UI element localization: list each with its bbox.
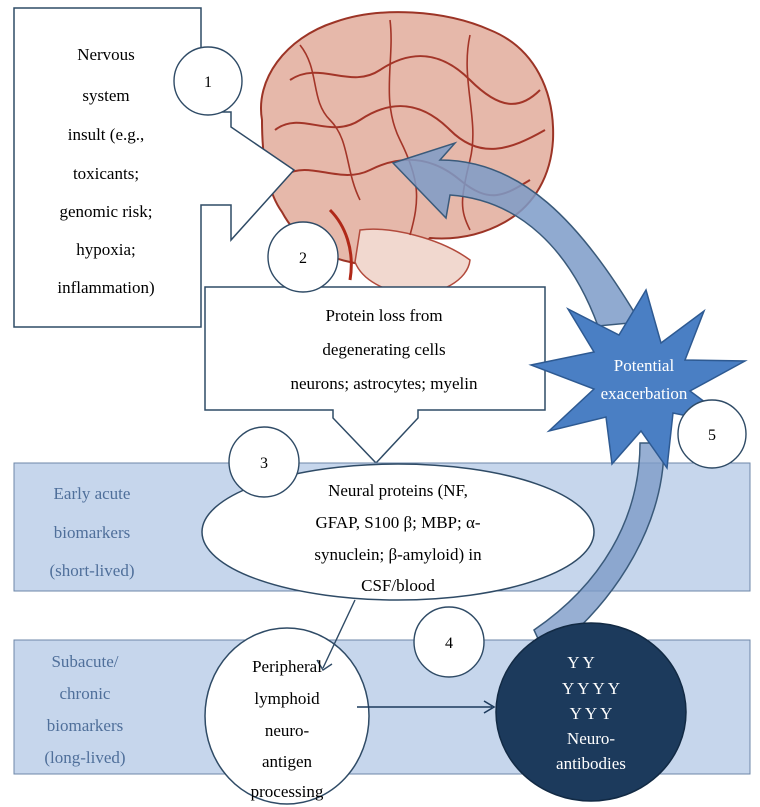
lymphoid-ellipse [204, 627, 370, 805]
protein-loss-line: degenerating cells [322, 340, 445, 359]
lymphoid-text: Peripheral lymphoid neuro- antigen proce… [251, 657, 324, 801]
neural-proteins-line: Neural proteins (NF, [328, 481, 468, 500]
antibody-glyphs-row: Y Y [567, 653, 595, 672]
lymphoid-line: neuro- [265, 721, 310, 740]
insult-line: inflammation) [57, 278, 154, 297]
protein-loss-line: neurons; astrocytes; myelin [291, 374, 478, 393]
step-circle-3 [228, 426, 300, 498]
step-number-2: 2 [299, 250, 307, 267]
step-number-3: 3 [260, 455, 268, 472]
step-number-1: 1 [204, 74, 212, 91]
protein-loss-arrow-box [204, 286, 546, 465]
subacute-line: (long-lived) [44, 748, 125, 767]
insult-line: insult (e.g., [68, 125, 145, 144]
insult-line: toxicants; [73, 164, 139, 183]
neural-proteins-line: GFAP, S100 β; MBP; α- [315, 513, 480, 532]
antibodies-text: Y Y Y Y Y Y Y Y Y Neuro- antibodies [556, 653, 626, 773]
early-acute-label: Early acute biomarkers (short-lived) [50, 484, 135, 580]
step-circle-4 [413, 606, 485, 678]
exacerbation-to-brain-arrow [391, 141, 642, 327]
insult-line: hypoxia; [76, 240, 136, 259]
subacute-line: biomarkers [47, 716, 123, 735]
exacerbation-line: exacerbation [601, 384, 688, 403]
insult-line: genomic risk; [59, 202, 152, 221]
early-acute-line: (short-lived) [50, 561, 135, 580]
insult-line: system [82, 86, 129, 105]
neuro-antibodies-ellipse [495, 622, 687, 802]
early-acute-line: Early acute [54, 484, 131, 503]
subacute-label: Subacute/ chronic biomarkers (long-lived… [44, 652, 125, 767]
antibody-glyphs-row: Y Y Y Y [562, 679, 620, 698]
step-circle-2 [267, 221, 339, 293]
step-circle-1 [173, 46, 243, 116]
lymphoid-to-antibodies-arrow [357, 700, 496, 714]
proteins-to-lymphoid-arrow [316, 599, 356, 671]
step-number-4: 4 [445, 635, 453, 652]
exacerbation-text: Potential exacerbation [601, 356, 688, 403]
lymphoid-line: antigen [262, 752, 313, 771]
neural-proteins-line: synuclein; β-amyloid) in [314, 545, 482, 564]
neural-proteins-line: CSF/blood [361, 576, 435, 595]
protein-loss-text: Protein loss from degenerating cells neu… [291, 306, 478, 393]
lymphoid-line: Peripheral [252, 657, 322, 676]
antibodies-line: antibodies [556, 754, 626, 773]
antibodies-line: Neuro- [567, 729, 615, 748]
antibody-glyphs-row: Y Y Y [570, 704, 613, 723]
early-acute-line: biomarkers [54, 523, 130, 542]
brain-illustration [260, 11, 555, 331]
insult-line: Nervous [77, 45, 135, 64]
exacerbation-starburst [528, 288, 748, 471]
step-number-5: 5 [708, 427, 716, 444]
lymphoid-line: lymphoid [254, 689, 320, 708]
neural-proteins-ellipse [201, 463, 595, 601]
insult-text: Nervous system insult (e.g., toxicants; … [57, 45, 154, 297]
step-circle-5 [677, 399, 747, 469]
exacerbation-line: Potential [614, 356, 675, 375]
subacute-line: Subacute/ [51, 652, 118, 671]
subacute-line: chronic [60, 684, 111, 703]
neural-proteins-text: Neural proteins (NF, GFAP, S100 β; MBP; … [314, 481, 482, 595]
protein-loss-line: Protein loss from [325, 306, 442, 325]
lymphoid-line: processing [251, 782, 324, 801]
